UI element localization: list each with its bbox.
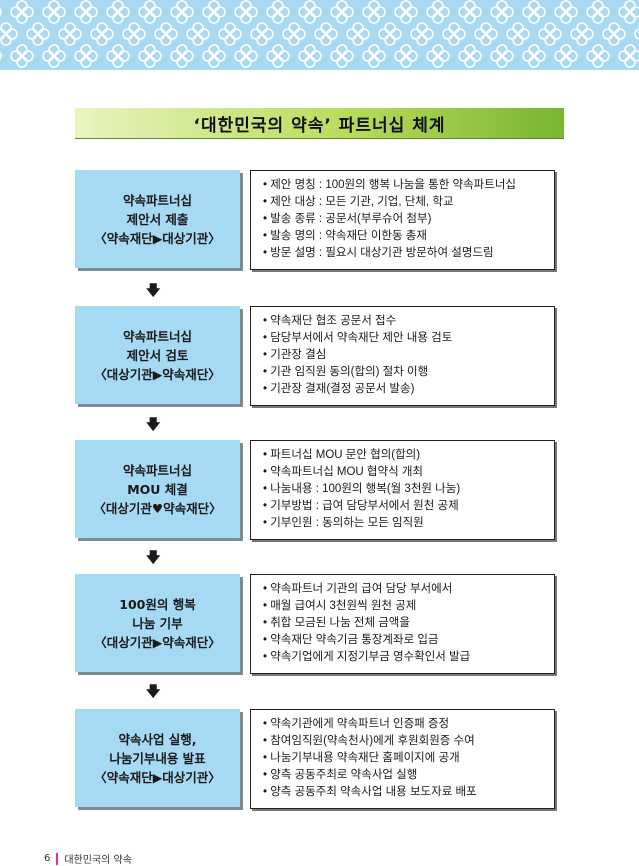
step-3-detail-5: • 기부인원 : 동의하는 모든 임직원: [263, 517, 424, 529]
arrow-down-icon: 🡇: [146, 283, 161, 299]
footer-text: 대한민국의 약속: [64, 855, 132, 866]
step-5-detail-5: • 양측 공동주최 약속사업 내용 보도자료 배포: [263, 786, 477, 798]
step-4-line-1: 100원의 행복: [119, 596, 196, 612]
step-1-detail-3: • 발송 종류 : 공문서(부루슈어 첨부): [263, 213, 432, 225]
step-2-detail-1: • 약속재단 협조 공문서 접수: [263, 315, 397, 327]
step-3-line-3: 〈대상기관♥약속재단〉: [93, 500, 222, 516]
page-footer: 6 대한민국의 약속: [44, 851, 132, 866]
step-3-detail-2: • 약속파트너십 MOU 협약식 개최: [263, 466, 424, 478]
step-4-detail-4: • 약속재단 약속기금 통장계좌로 입금: [263, 634, 439, 646]
step-4-detail-5: • 약속기업에게 지정기부금 영수확인서 발급: [263, 651, 471, 663]
step-1-detail-1: • 제안 명칭 : 100원의 행복 나눔을 통한 약속파트너십: [263, 179, 516, 191]
step-1-line-2: 제안서 제출: [126, 211, 189, 227]
step-4-line-2: 나눔 기부: [132, 615, 183, 631]
step-2-line-2: 제안서 검토: [126, 347, 189, 363]
step-1-line-1: 약속파트너십: [122, 192, 192, 208]
step-3-details: • 파트너십 MOU 문안 협의(합의) • 약속파트너십 MOU 협약식 개최…: [250, 440, 555, 540]
step-5-detail-2: • 참여임직원(약속천사)에게 후원회원증 수여: [263, 735, 475, 747]
step-5-detail-3: • 나눔기부내용 약속재단 홈페이지에 공개: [263, 752, 460, 764]
step-5-line-2: 나눔기부내용 발표: [109, 750, 206, 766]
step-1-detail-2: • 제안 대상 : 모든 기관, 기업, 단체, 학교: [263, 196, 454, 208]
arrow-down-icon: 🡇: [146, 684, 161, 700]
clover-pattern: [0, 0, 639, 68]
step-3-detail-1: • 파트너십 MOU 문안 협의(합의): [263, 449, 421, 461]
step-box-5: 약속사업 실행, 나눔기부내용 발표 〈약속재단▶대상기관〉: [75, 709, 240, 807]
step-2-detail-2: • 담당부서에서 약속재단 제안 내용 검토: [263, 332, 453, 344]
step-1-details: • 제안 명칭 : 100원의 행복 나눔을 통한 약속파트너십 • 제안 대상…: [250, 170, 555, 270]
decorative-pattern-band: [0, 0, 639, 70]
step-3-detail-3: • 나눔내용 : 100원의 행복(월 3천원 나눔): [263, 483, 461, 495]
step-2-detail-3: • 기관장 결심: [263, 349, 327, 361]
step-box-3: 약속파트너십 MOU 체결 〈대상기관♥약속재단〉: [75, 440, 240, 538]
page-number: 6: [44, 853, 51, 864]
step-5-detail-4: • 양측 공동주최로 약속사업 실행: [263, 769, 418, 781]
step-box-4: 100원의 행복 나눔 기부 〈대상기관▶약속재단〉: [75, 574, 240, 672]
step-2-line-3: 〈대상기관▶약속재단〉: [94, 366, 221, 382]
step-5-line-1: 약속사업 실행,: [118, 731, 197, 747]
arrow-down-icon: 🡇: [146, 417, 161, 433]
step-2-detail-5: • 기관장 결재(결정 공문서 발송): [263, 383, 415, 395]
step-2-details: • 약속재단 협조 공문서 접수 • 담당부서에서 약속재단 제안 내용 검토 …: [250, 306, 555, 406]
step-1-detail-4: • 발송 명의 : 약속재단 이한동 총재: [263, 230, 427, 242]
step-2-line-1: 약속파트너십: [122, 328, 192, 344]
step-4-line-3: 〈대상기관▶약속재단〉: [94, 634, 221, 650]
step-5-detail-1: • 약속기관에게 약속파트너 인증패 증정: [263, 718, 450, 730]
step-3-line-2: MOU 체결: [127, 481, 188, 497]
step-4-detail-2: • 매월 급여시 3천원씩 원천 공제: [263, 600, 417, 612]
step-5-details: • 약속기관에게 약속파트너 인증패 증정 • 참여임직원(약속천사)에게 후원…: [250, 709, 555, 809]
step-1-detail-5: • 방문 설명 : 필요시 대상기관 방문하여 설명드림: [263, 247, 494, 259]
arrow-down-icon: 🡇: [146, 550, 161, 566]
step-4-detail-3: • 취합 모금된 나눔 전체 금액을: [263, 617, 410, 629]
step-3-line-1: 약속파트너십: [122, 462, 192, 478]
step-box-2: 약속파트너십 제안서 검토 〈대상기관▶약속재단〉: [75, 306, 240, 404]
step-3-detail-4: • 기부방법 : 급여 담당부서에서 원천 공제: [263, 500, 459, 512]
footer-divider: [56, 852, 59, 865]
step-5-line-3: 〈약속재단▶대상기관〉: [94, 769, 221, 785]
step-2-detail-4: • 기관 임직원 동의(합의) 절차 이행: [263, 366, 429, 378]
step-4-details: • 약속파트너 기관의 급여 담당 부서에서 • 매월 급여시 3천원씩 원천 …: [250, 574, 555, 674]
page-title: ‘대한민국의 약속’ 파트너십 체계: [75, 108, 564, 139]
step-1-line-3: 〈약속재단▶대상기관〉: [94, 230, 221, 246]
step-4-detail-1: • 약속파트너 기관의 급여 담당 부서에서: [263, 583, 453, 595]
step-box-1: 약속파트너십 제안서 제출 〈약속재단▶대상기관〉: [75, 170, 240, 268]
